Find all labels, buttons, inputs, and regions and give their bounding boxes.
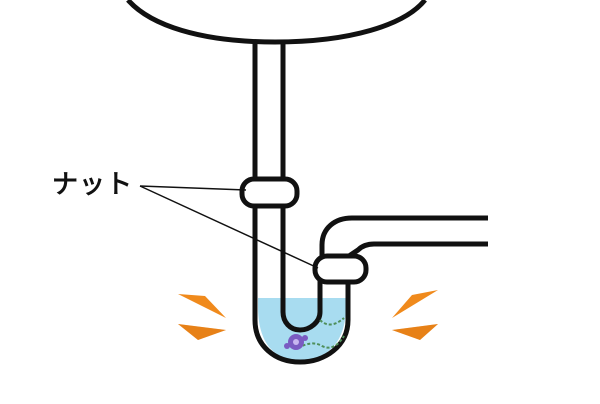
alert-burst-icon bbox=[178, 294, 226, 340]
sink-basin bbox=[126, 0, 427, 45]
nut-lower bbox=[312, 253, 369, 285]
trap-pipe-outer bbox=[252, 42, 351, 365]
nut-label: ナット bbox=[52, 170, 134, 200]
drain-pipe-lower bbox=[344, 241, 488, 261]
flower-debris-icon bbox=[284, 317, 345, 350]
nut-upper bbox=[239, 176, 300, 209]
trap-pipe-inner bbox=[280, 42, 323, 333]
leader-line-lower bbox=[139, 185, 319, 269]
drain-pipe-upper bbox=[319, 215, 488, 258]
alert-burst-icon bbox=[392, 290, 438, 340]
leader-line-upper bbox=[139, 185, 247, 191]
